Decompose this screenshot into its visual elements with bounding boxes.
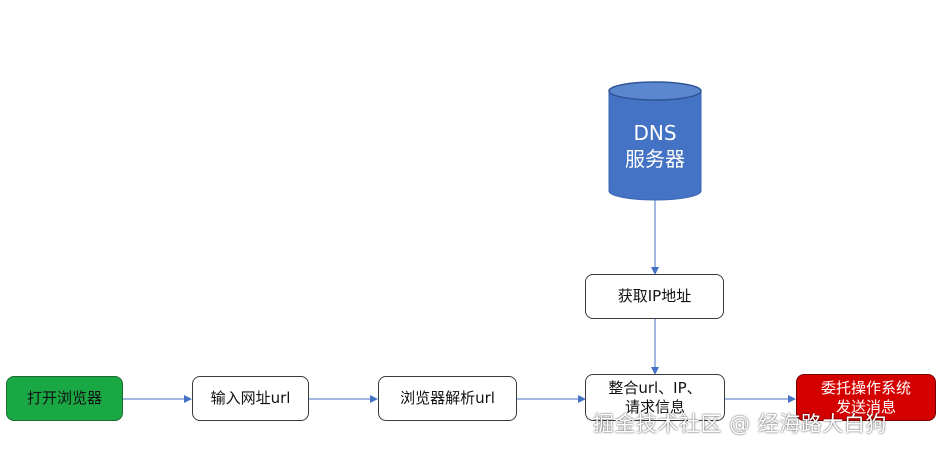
dns-server-label: DNS 服务器 [625, 121, 685, 171]
watermark-text: 掘金技术社区 @ 经海路大白狗 [593, 412, 887, 436]
dns-server-database [608, 81, 702, 201]
node-open-browser: 打开浏览器 [6, 376, 123, 421]
node-input-url: 输入网址url [192, 376, 309, 421]
node-parse-url: 浏览器解析url [378, 376, 517, 421]
node-delegate-os: 委托操作系统 发送消息 [796, 374, 936, 421]
node-get-ip: 获取IP地址 [585, 274, 724, 319]
node-combine-request: 整合url、IP、 请求信息 [585, 374, 725, 421]
